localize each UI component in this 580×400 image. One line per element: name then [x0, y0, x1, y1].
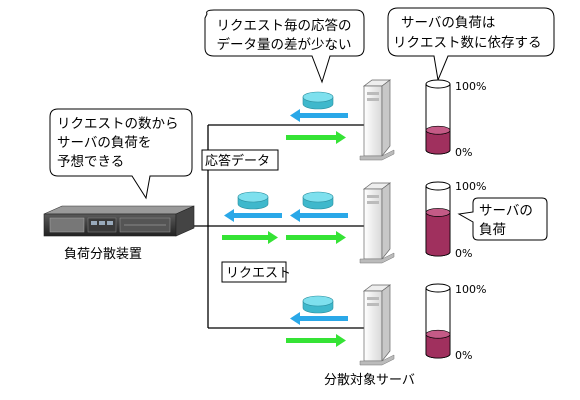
load-gauges: [425, 79, 451, 359]
load-gauge-fill: [425, 212, 451, 257]
callout-predict-line3: 予想できる: [57, 154, 124, 170]
callout-server-load-line1: サーバの: [479, 203, 533, 219]
request-arrow-icon: [286, 334, 346, 347]
response-data-tag: 応答データ: [201, 149, 279, 171]
gauge-3-max-label: 100%: [455, 283, 486, 296]
callout-server-load-line2: 負荷: [479, 222, 506, 238]
data-packet-icon: [302, 191, 334, 210]
response-arrow-icon: [290, 109, 348, 122]
request-arrow-icon: [222, 231, 278, 244]
gauge-3-min-label: 0%: [455, 349, 472, 362]
callout-variance-line1: リクエスト毎の応答の: [217, 17, 352, 34]
callout-load-line1: サーバの負荷は: [401, 15, 495, 31]
request-label: リクエスト: [226, 266, 291, 281]
response-arrow-icon: [290, 209, 348, 222]
load-balancer-label: 負荷分散装置: [64, 247, 142, 262]
callout-server-load: サーバの 負荷: [457, 197, 548, 241]
callout-variance-line2: データ量の差が少ない: [217, 36, 352, 53]
gauge-1-min-label: 0%: [455, 146, 472, 159]
gauge-2-min-label: 0%: [455, 247, 472, 260]
load-gauge-1: [425, 79, 451, 155]
response-data-label: 応答データ: [205, 153, 270, 169]
response-arrows: [224, 109, 348, 325]
request-arrows: [222, 131, 346, 347]
response-data-packets: [237, 91, 334, 314]
data-packet-icon: [237, 191, 269, 210]
callout-response-variance: リクエスト毎の応答の データ量の差が少ない: [204, 9, 365, 84]
server-group: [359, 79, 395, 366]
gauge-2-max-label: 100%: [455, 180, 486, 193]
server-1: [359, 79, 395, 161]
callout-predict-load: リクエストの数から サーバの負荷を 予想できる: [49, 108, 193, 200]
response-arrow-icon: [290, 312, 348, 325]
data-packet-icon: [302, 91, 334, 110]
data-packet-icon: [302, 295, 334, 314]
callout-predict-line1: リクエストの数から: [57, 116, 179, 132]
callout-load-dependency: サーバの負荷は リクエスト数に依存する: [387, 7, 555, 82]
target-servers-label: 分散対象サーバ: [324, 373, 415, 388]
server-2: [359, 182, 395, 264]
callout-load-line2: リクエスト数に依存する: [393, 35, 542, 51]
load-gauge-2: [425, 181, 451, 257]
server-3: [359, 284, 395, 366]
gauge-labels: 100% 0% 100% 0% 100% 0%: [455, 80, 486, 362]
load-gauge-3: [425, 283, 451, 359]
request-tag: リクエスト: [221, 261, 291, 283]
load-balancer-device: [43, 205, 195, 237]
request-arrow-icon: [286, 131, 346, 144]
request-arrow-icon: [286, 231, 346, 244]
response-arrow-icon: [224, 209, 282, 222]
network-lines: [188, 124, 365, 329]
gauge-1-max-label: 100%: [455, 80, 486, 93]
callout-predict-line2: サーバの負荷を: [57, 135, 151, 151]
